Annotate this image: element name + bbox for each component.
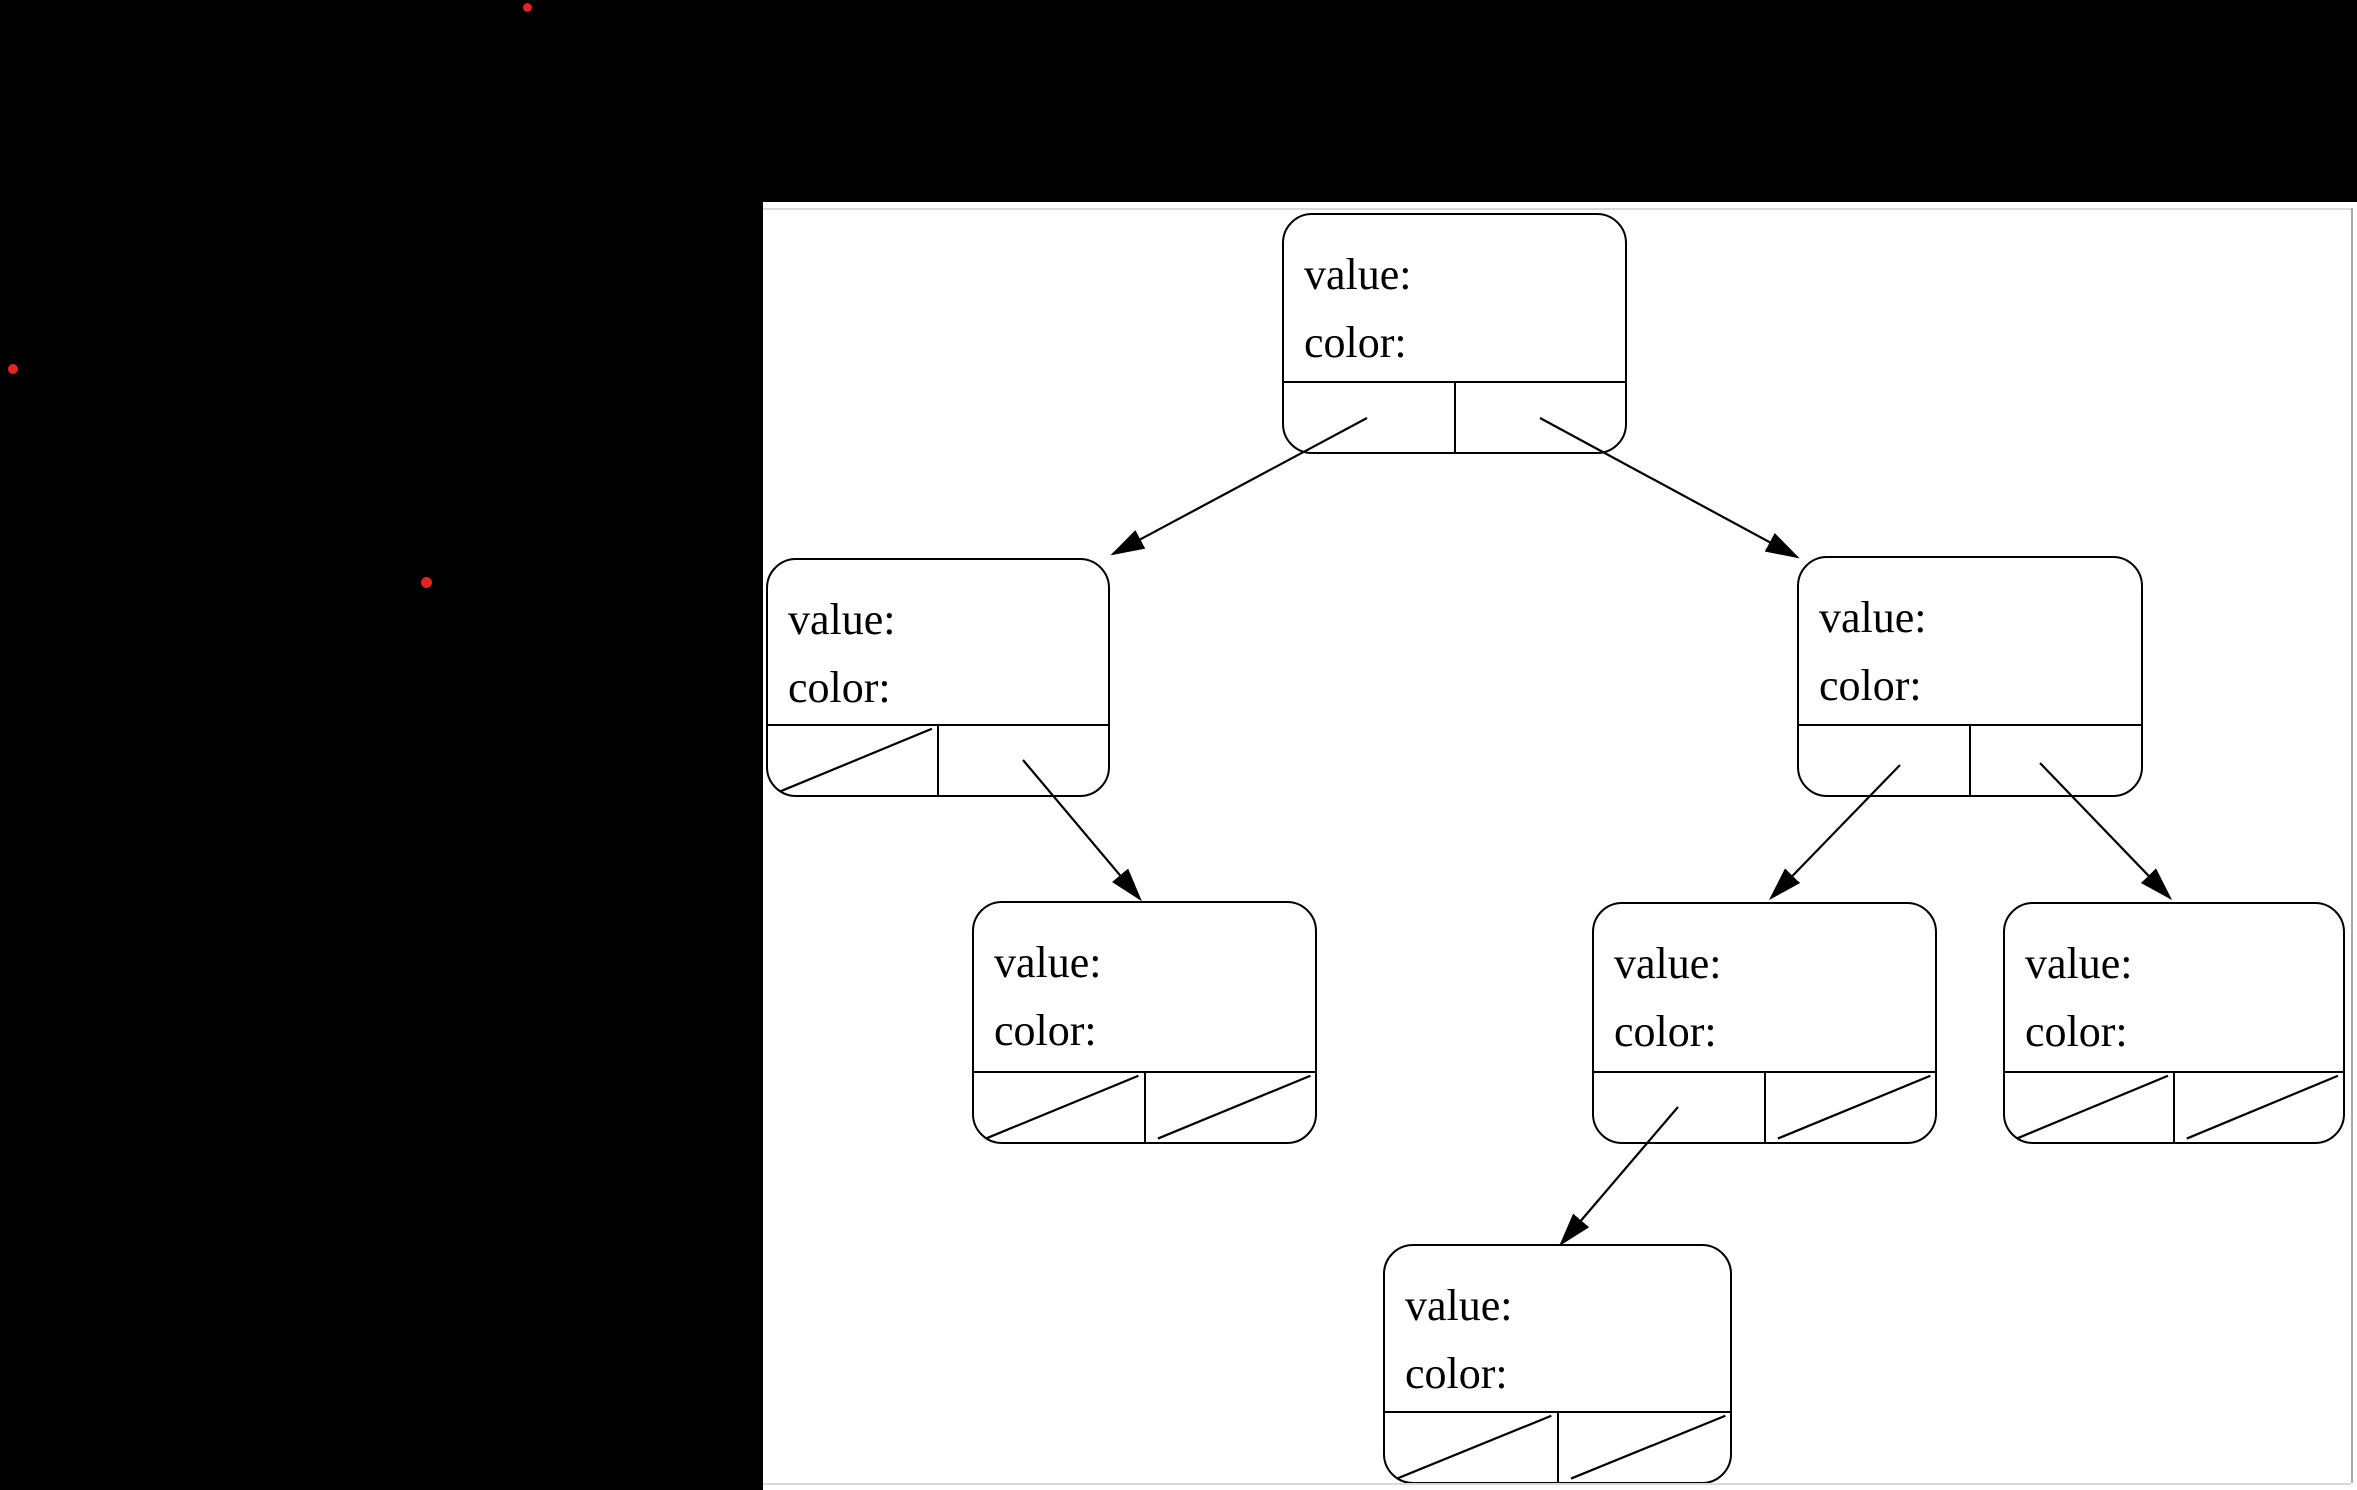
- null-pointer-slash: [1396, 1414, 1552, 1480]
- node-color-label: color:: [994, 1006, 1097, 1055]
- red-dot-marker: [8, 364, 18, 374]
- node-color-label: color:: [1614, 1007, 1717, 1056]
- node-value-label: value:: [1304, 250, 1412, 299]
- pointer-row: [974, 1071, 1315, 1142]
- page-top-rule: [763, 208, 2351, 210]
- tree-node-left-child: value: color:: [766, 558, 1110, 797]
- red-dot-marker: [522, 2, 532, 12]
- node-value-label: value:: [994, 938, 1102, 987]
- page-right-rule: [2351, 208, 2353, 1483]
- right-pointer-cell: [1763, 1073, 1936, 1142]
- left-pointer-cell: [2005, 1073, 2173, 1142]
- tree-node-left-grandchild: value: color:: [972, 901, 1317, 1144]
- node-color-label: color:: [1819, 661, 1922, 710]
- node-color-label: color:: [1405, 1349, 1508, 1398]
- node-color-label: color:: [788, 663, 891, 712]
- node-value-label: value:: [1405, 1281, 1513, 1330]
- right-pointer-cell: [1453, 383, 1626, 452]
- pointer-row: [768, 724, 1108, 795]
- left-pointer-cell: [1385, 1413, 1557, 1482]
- tree-node-right-child: value: color:: [1797, 556, 2143, 797]
- tree-node-root: value: color:: [1282, 213, 1627, 454]
- node-value-label: value:: [788, 595, 896, 644]
- null-pointer-slash: [1156, 1074, 1311, 1140]
- left-pointer-cell: [1799, 726, 1969, 795]
- right-pointer-cell: [1969, 726, 2141, 795]
- tree-node-bottom-node: value: color:: [1383, 1244, 1732, 1484]
- tree-node-right-grandchild: value: color:: [2003, 902, 2345, 1144]
- left-pointer-cell: [1284, 383, 1454, 452]
- red-dot-marker: [420, 576, 432, 588]
- null-pointer-slash: [2186, 1074, 2339, 1140]
- left-pointer-cell: [974, 1073, 1144, 1142]
- tree-node-middle-grandchild: value: color:: [1592, 902, 1937, 1144]
- null-pointer-slash: [2016, 1074, 2169, 1140]
- null-pointer-slash: [1570, 1414, 1726, 1480]
- pointer-row: [1284, 381, 1625, 452]
- null-pointer-slash: [1776, 1074, 1931, 1140]
- right-pointer-cell: [2173, 1073, 2343, 1142]
- right-pointer-cell: [937, 726, 1108, 795]
- null-pointer-slash: [779, 727, 933, 793]
- pointer-row: [1799, 724, 2141, 795]
- node-color-label: color:: [1304, 318, 1407, 367]
- pointer-row: [1594, 1071, 1935, 1142]
- left-pointer-cell: [1594, 1073, 1764, 1142]
- node-value-label: value:: [1819, 593, 1927, 642]
- node-value-label: value:: [2025, 939, 2133, 988]
- node-color-label: color:: [2025, 1007, 2128, 1056]
- null-pointer-slash: [985, 1074, 1139, 1140]
- pointer-row: [1385, 1411, 1730, 1482]
- left-pointer-cell: [768, 726, 937, 795]
- pointer-row: [2005, 1071, 2343, 1142]
- right-pointer-cell: [1556, 1413, 1731, 1482]
- right-pointer-cell: [1143, 1073, 1316, 1142]
- page-bottom-rule: [763, 1483, 2351, 1485]
- node-value-label: value:: [1614, 939, 1722, 988]
